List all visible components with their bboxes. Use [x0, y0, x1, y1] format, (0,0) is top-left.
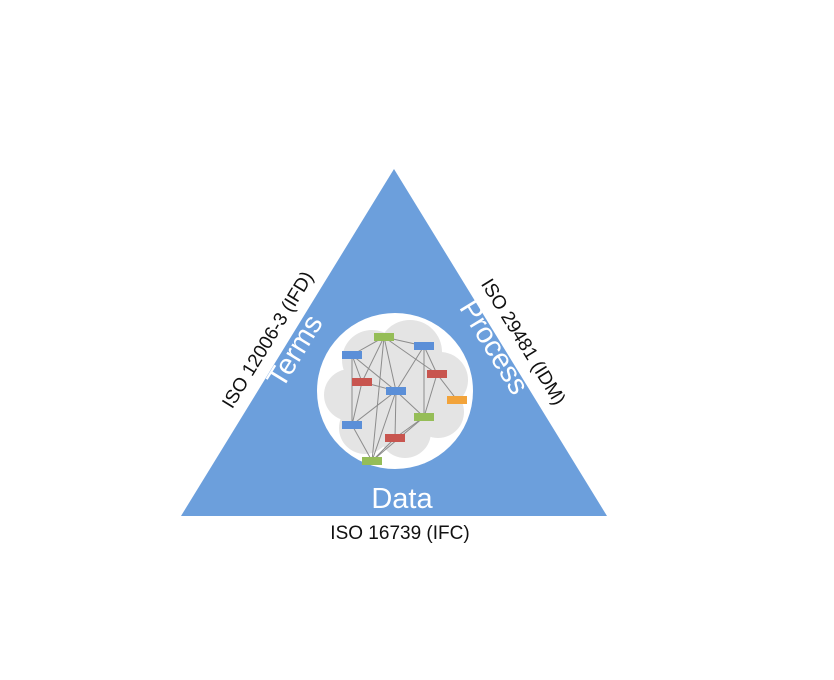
data-label: Data [371, 483, 433, 515]
iso-16739-label: ISO 16739 (IFC) [330, 523, 469, 544]
node-green-right [414, 413, 434, 421]
node-blue-center [386, 387, 406, 395]
node-blue-low [342, 421, 362, 429]
node-red-low [385, 434, 405, 442]
node-blue-left [342, 351, 362, 359]
node-orange [447, 396, 467, 404]
node-blue-right [414, 342, 434, 350]
node-red-right [427, 370, 447, 378]
node-green-top [374, 333, 394, 341]
node-green-bottom [362, 457, 382, 465]
cloud-icon [324, 320, 468, 458]
node-red-left [352, 378, 372, 386]
network-nodes [342, 333, 467, 465]
